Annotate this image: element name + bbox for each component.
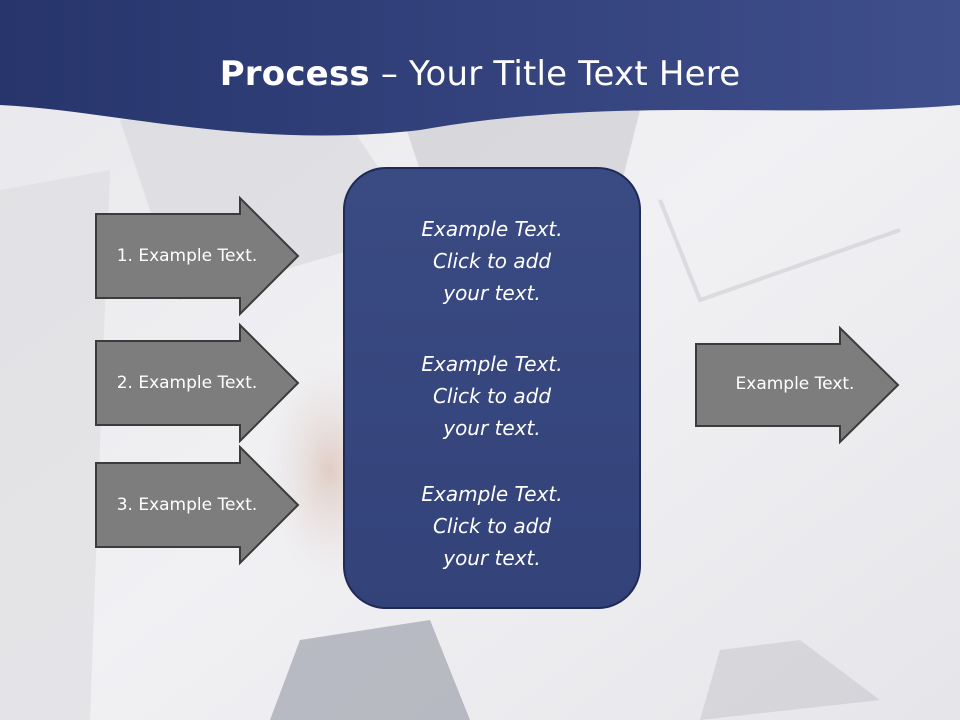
center-block-1: Example Text. Click to add your text. xyxy=(344,213,640,309)
left-arrow-3[interactable] xyxy=(95,444,300,566)
center-block-1-line3: your text. xyxy=(443,281,541,305)
header-band xyxy=(0,0,960,136)
page-title: Process – Your Title Text Here xyxy=(0,52,960,96)
photo-shadow-shape xyxy=(0,170,110,720)
center-panel[interactable] xyxy=(343,167,641,609)
center-block-2-line2: Click to add xyxy=(432,384,552,408)
center-block-2-line3: your text. xyxy=(443,416,541,440)
center-block-3-line2: Click to add xyxy=(432,514,552,538)
left-arrow-2-label: 2. Example Text. xyxy=(116,373,258,393)
title-bold: Process xyxy=(219,54,370,94)
title-rest: – Your Title Text Here xyxy=(369,54,741,94)
photo-sleeve-shape xyxy=(270,620,470,720)
photo-line-shape xyxy=(658,199,901,303)
center-block-2: Example Text. Click to add your text. xyxy=(344,348,640,444)
right-arrow[interactable] xyxy=(695,325,900,445)
left-arrow-1[interactable] xyxy=(95,195,300,317)
center-block-3-line3: your text. xyxy=(443,546,541,570)
center-block-3-line1: Example Text. xyxy=(421,482,563,506)
center-block-1-line1: Example Text. xyxy=(421,217,563,241)
left-arrow-1-label: 1. Example Text. xyxy=(116,246,258,266)
left-arrow-3-label: 3. Example Text. xyxy=(116,495,258,515)
left-arrow-2[interactable] xyxy=(95,322,300,444)
center-block-2-line1: Example Text. xyxy=(421,352,563,376)
center-block-1-line2: Click to add xyxy=(432,249,552,273)
right-arrow-label: Example Text. xyxy=(735,374,855,394)
photo-shadow-shape xyxy=(700,640,880,720)
center-block-3: Example Text. Click to add your text. xyxy=(344,478,640,574)
